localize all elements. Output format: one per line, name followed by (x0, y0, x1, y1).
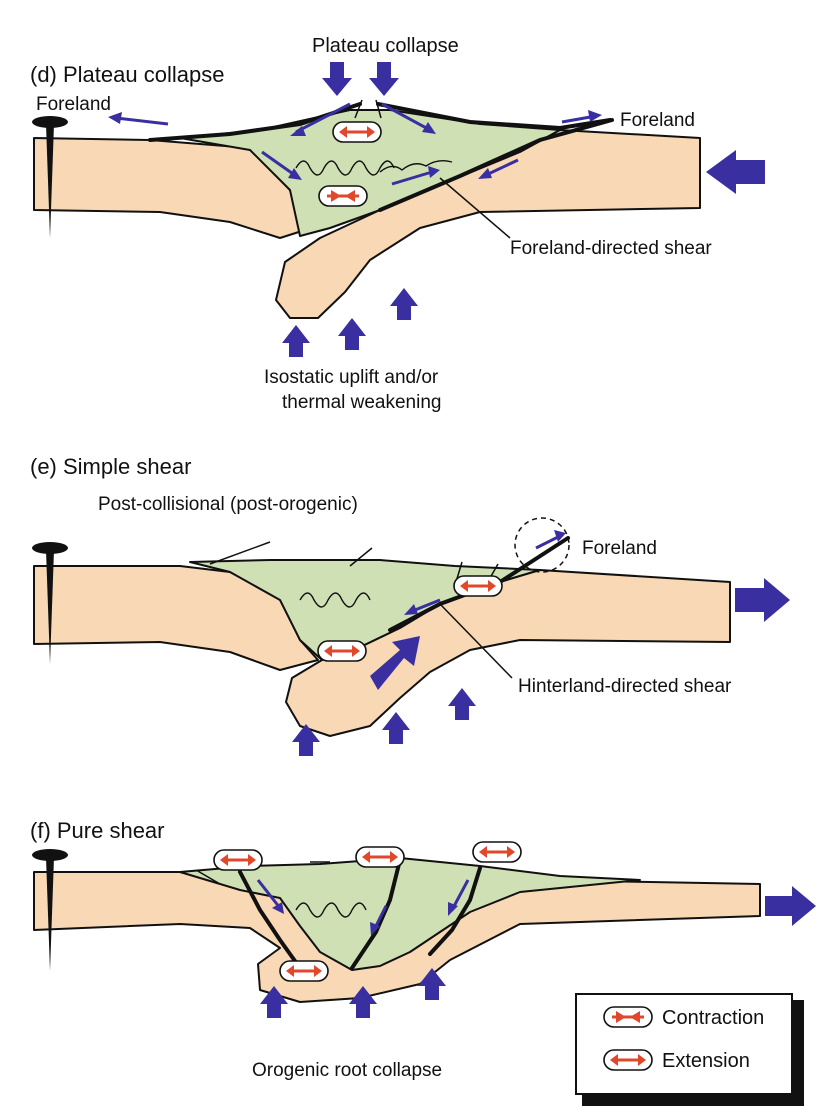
d-push-arrow (706, 150, 765, 194)
d-shear-zone (378, 118, 614, 212)
panel-e: (e) Simple shear Post-collisional (post-… (30, 454, 790, 756)
legend-contraction-symbol (602, 1005, 654, 1029)
legend: Contraction Extension (575, 993, 804, 1106)
d-fault-right (376, 102, 612, 131)
e-shear-label: Hinterland-directed shear (518, 676, 732, 697)
d-slip-head-7 (478, 168, 492, 179)
e-up-arrow-3 (448, 688, 476, 720)
f-extension-symbol-3 (471, 840, 523, 864)
e-pull-arrow (735, 578, 790, 622)
d-down-arrow-left (322, 62, 352, 96)
d-slip-head-4 (422, 122, 436, 134)
f-fault-1 (238, 870, 302, 970)
d-slip-top-left (295, 102, 351, 134)
e-shear-leader (439, 603, 513, 679)
d-left-plate (33, 137, 306, 239)
d-shear-label: Foreland-directed shear (510, 238, 712, 259)
legend-extension-label: Extension (662, 1050, 750, 1072)
d-extension-symbol (331, 120, 383, 144)
e-slip-circled (535, 534, 561, 550)
legend-extension-symbol (602, 1048, 654, 1072)
d-folds-2 (379, 159, 453, 173)
e-subtitle: Post-collisional (post-orogenic) (98, 494, 358, 515)
d-foreland-right: Foreland (620, 110, 695, 131)
e-extension-symbol-2 (316, 639, 368, 663)
f-slip-1 (256, 879, 282, 909)
panel-d: (d) Plateau collapse Plateau collapse Fo… (30, 35, 765, 413)
f-slip-head-3 (448, 902, 458, 916)
d-slip-top-right (381, 102, 431, 132)
e-right-plate (285, 569, 731, 737)
e-left-plate (33, 565, 319, 671)
d-foreland-left: Foreland (36, 94, 111, 115)
e-slip-head-1 (404, 604, 418, 615)
f-extension-symbol-4 (278, 959, 330, 983)
f-fault-2 (350, 858, 402, 970)
d-slip-head-6 (428, 166, 440, 178)
f-folds (295, 902, 367, 918)
legend-contraction-label: Contraction (662, 1007, 764, 1029)
e-title: (e) Simple shear (30, 454, 191, 479)
f-pull-arrow (765, 886, 816, 926)
d-slip-head-5 (288, 168, 302, 180)
d-slip-inner-left (261, 150, 297, 178)
d-down-arrow-right (369, 62, 399, 96)
e-foreland: Foreland (582, 538, 657, 559)
e-dashed-circle (514, 517, 570, 573)
e-folds (299, 592, 371, 608)
f-slip-head-1 (272, 902, 284, 914)
e-small-faults (209, 541, 499, 583)
d-slip-head-2 (588, 110, 602, 122)
d-up-arrow-1 (282, 325, 310, 357)
d-slip-head-3 (290, 126, 306, 136)
f-small-faults (195, 861, 330, 885)
d-top-faults (354, 99, 382, 119)
f-title: (f) Pure shear (30, 818, 165, 843)
f-bottom-label: Orogenic root collapse (252, 1060, 442, 1081)
f-fault-3 (428, 866, 482, 956)
d-up-arrow-2 (338, 318, 366, 350)
d-slip-shear-up (391, 170, 433, 186)
e-extension-symbol-1 (452, 574, 504, 598)
panel-f: (f) Pure shear Orogenic root collapse (30, 818, 816, 1081)
d-up-arrow-3 (390, 288, 418, 320)
d-bottom-label-1: Isostatic uplift and/or (264, 367, 439, 388)
d-top-label: Plateau collapse (312, 35, 459, 57)
d-folds-1 (295, 160, 395, 176)
d-shear-leader (439, 177, 511, 239)
d-title: (d) Plateau collapse (30, 62, 224, 87)
e-big-diagonal-arrow (370, 636, 420, 690)
d-slip-foreland-left (115, 116, 169, 126)
f-extension-symbol-2 (354, 845, 406, 869)
e-up-arrow-2 (382, 712, 410, 744)
d-contraction-symbol (317, 184, 369, 208)
f-slip-head-2 (370, 922, 380, 936)
e-slip-head-2 (554, 530, 566, 542)
d-slip-head-1 (108, 112, 122, 124)
f-extension-symbol-1 (212, 848, 264, 872)
d-bottom-label-2: thermal weakening (282, 392, 441, 413)
